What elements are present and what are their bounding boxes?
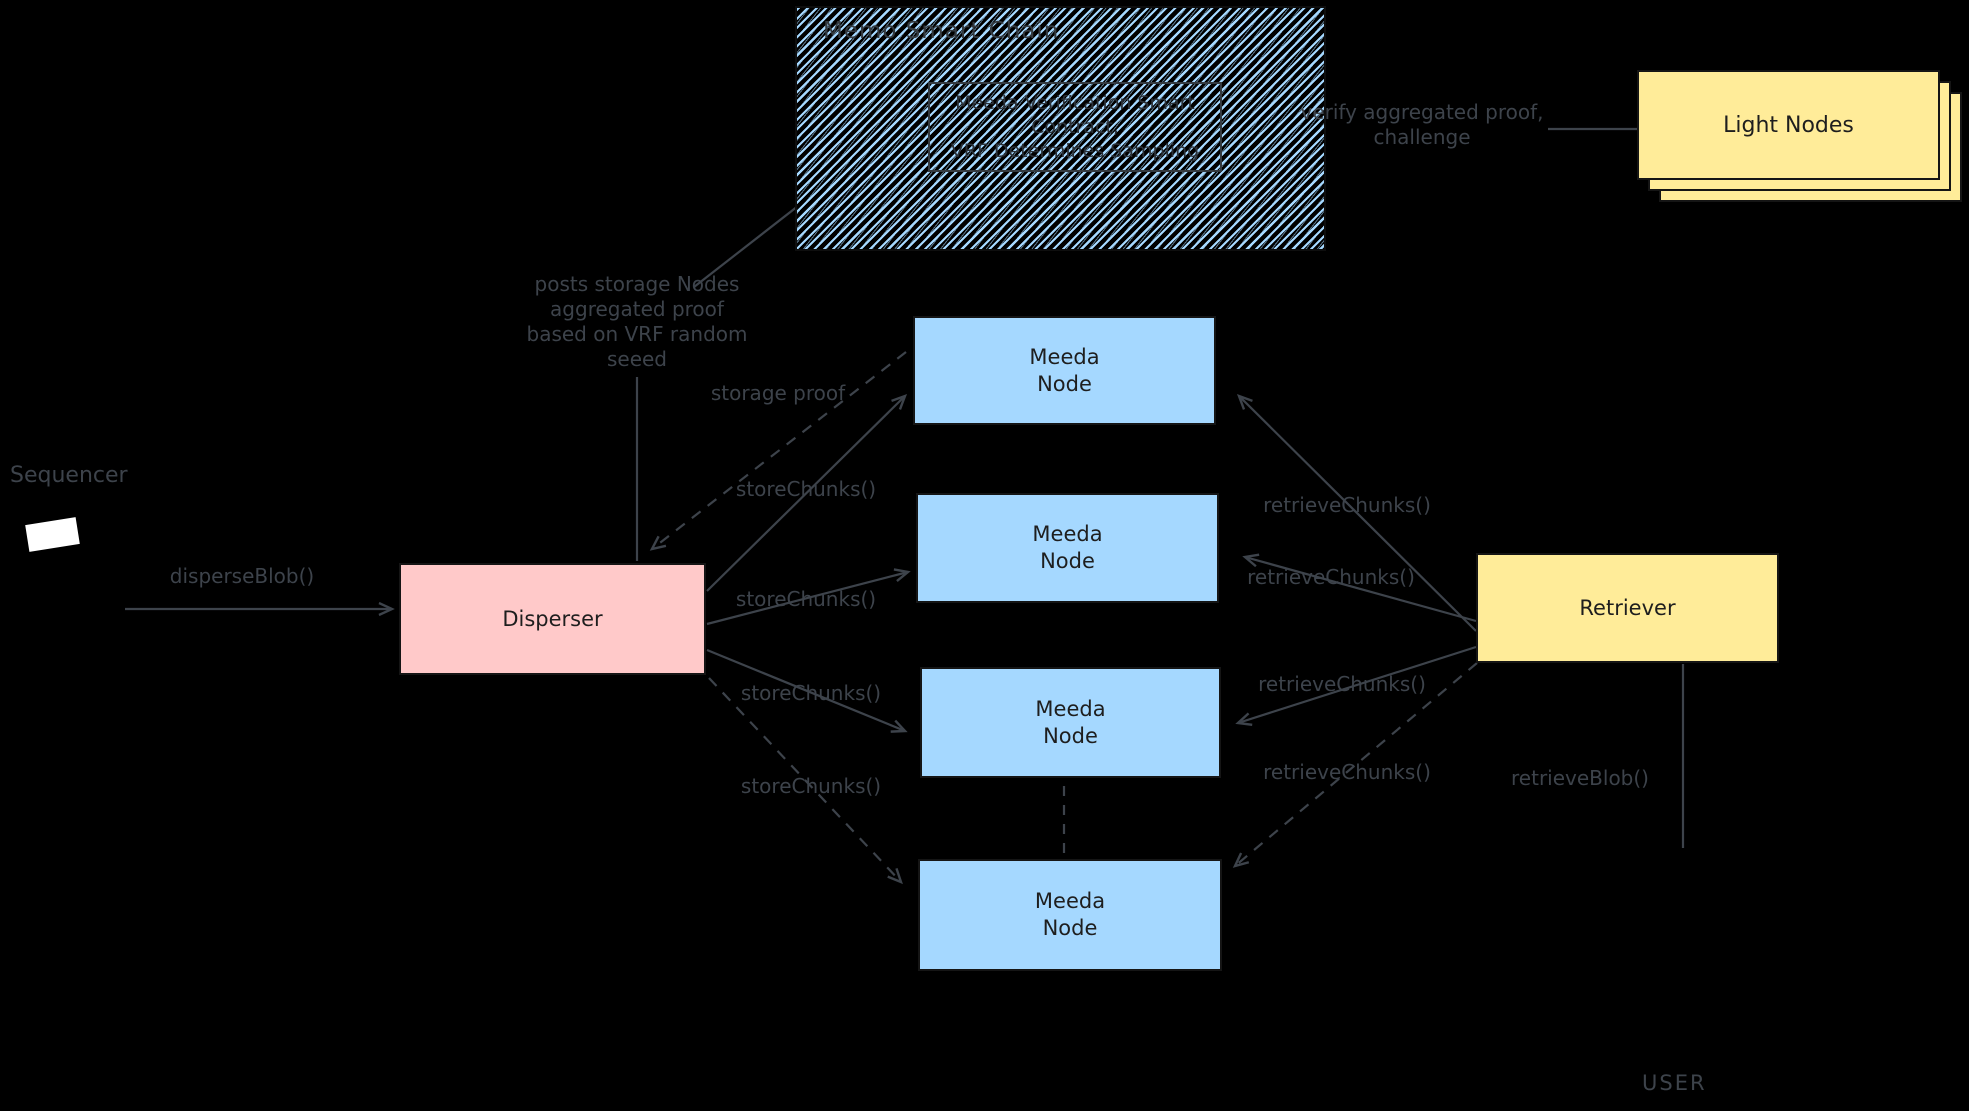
light-nodes-box: Light Nodes (1637, 70, 1940, 180)
retriever-box: Retriever (1476, 553, 1779, 663)
edge-store-chunks-4 (708, 677, 903, 885)
edge-storage-proof (649, 351, 907, 551)
store-chunks-label-1: storeChunks() (735, 477, 877, 501)
retrieve-chunks-label-1: retrieveChunks() (1263, 493, 1431, 517)
verification-contract-box: Meeda Verification Smart Contract, VRF D… (928, 82, 1222, 172)
disperse-blob-label: disperseBlob() (169, 564, 315, 588)
storage-proof-label: storage proof (710, 381, 846, 405)
meeda-node-4: Meeda Node (918, 859, 1222, 971)
verify-proof-label: verify aggregated proof, challenge (1300, 100, 1544, 149)
store-chunks-label-3: storeChunks() (740, 681, 882, 705)
edge-retrieve-chunks-3 (1235, 645, 1477, 726)
meeda-node-1: Meeda Node (913, 316, 1216, 425)
retrieve-chunks-label-3: retrieveChunks() (1258, 672, 1426, 696)
light-nodes-stack: Light Nodes (1637, 70, 1962, 205)
verification-contract-label: Meeda Verification Smart Contract, VRF D… (950, 92, 1200, 162)
meeda-node-3: Meeda Node (920, 667, 1221, 778)
memo-smart-chain-box: Memo Smart Chain Meeda Verification Smar… (795, 6, 1326, 251)
retrieve-chunks-label-2: retrieveChunks() (1247, 565, 1415, 589)
edge-store-chunks-3 (706, 648, 908, 733)
retrieve-chunks-label-4: retrieveChunks() (1263, 760, 1431, 784)
store-chunks-label-4: storeChunks() (740, 774, 882, 798)
edge-retrieve-chunks-1 (1236, 393, 1477, 632)
sequencer-label: Sequencer (10, 463, 128, 488)
edge-retrieve-chunks-4 (1232, 662, 1478, 868)
retrieve-blob-label: retrieveBlob() (1511, 766, 1649, 790)
user-label: USER (1642, 1071, 1707, 1095)
edge-store-chunks-2 (706, 568, 911, 626)
edge-store-chunks-1 (706, 393, 908, 592)
edge-retrieve-chunks-2 (1242, 553, 1477, 623)
store-chunks-label-2: storeChunks() (735, 587, 877, 611)
posts-proof-label: posts storage Nodes aggregated proof bas… (526, 272, 748, 371)
disperser-box: Disperser (399, 563, 706, 675)
meeda-node-2: Meeda Node (916, 493, 1219, 603)
memo-smart-chain-title: Memo Smart Chain (823, 18, 1060, 44)
